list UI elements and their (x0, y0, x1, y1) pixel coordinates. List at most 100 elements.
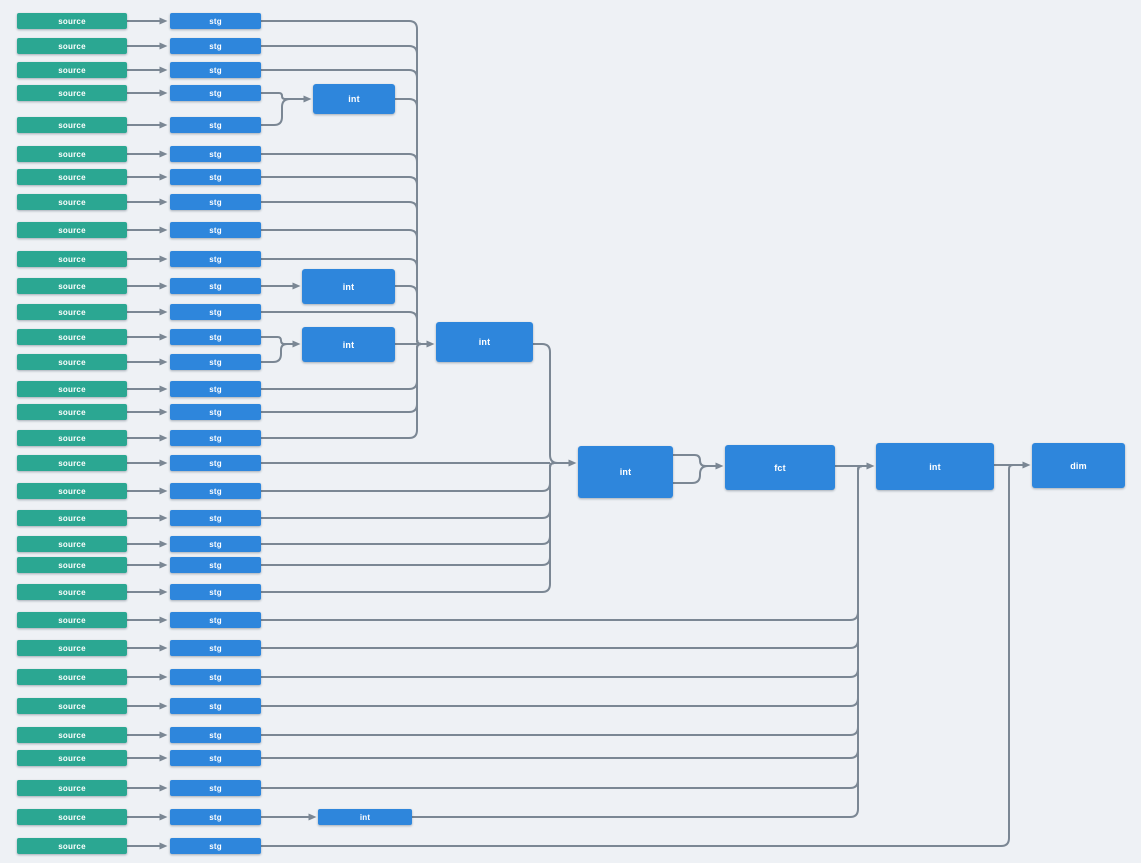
node-source-2[interactable]: source (17, 38, 127, 54)
edge-stg-14-to-int-b (261, 343, 293, 363)
node-stg-3[interactable]: stg (170, 62, 261, 78)
node-stg-24[interactable]: stg (170, 612, 261, 628)
node-label: stg (209, 407, 222, 417)
node-stg-1[interactable]: stg (170, 13, 261, 29)
node-stg-22[interactable]: stg (170, 557, 261, 573)
node-source-23[interactable]: source (17, 584, 127, 600)
node-label: int (348, 94, 360, 104)
node-int-right[interactable]: int (876, 443, 994, 490)
node-source-25[interactable]: source (17, 640, 127, 656)
node-label: stg (209, 643, 222, 653)
node-stg-20[interactable]: stg (170, 510, 261, 526)
node-source-13[interactable]: source (17, 329, 127, 345)
node-stg-15[interactable]: stg (170, 381, 261, 397)
node-stg-5[interactable]: stg (170, 117, 261, 133)
node-label: stg (209, 730, 222, 740)
node-stg-8[interactable]: stg (170, 194, 261, 210)
node-stg-13[interactable]: stg (170, 329, 261, 345)
node-stg-25[interactable]: stg (170, 640, 261, 656)
node-stg-14[interactable]: stg (170, 354, 261, 370)
node-label: stg (209, 16, 222, 26)
node-label: source (58, 560, 86, 570)
node-label: source (58, 120, 86, 130)
node-stg-11[interactable]: stg (170, 278, 261, 294)
node-label: source (58, 225, 86, 235)
node-source-9[interactable]: source (17, 222, 127, 238)
node-source-17[interactable]: source (17, 430, 127, 446)
node-stg-29[interactable]: stg (170, 750, 261, 766)
node-stg-28[interactable]: stg (170, 727, 261, 743)
node-source-10[interactable]: source (17, 251, 127, 267)
node-label: stg (209, 172, 222, 182)
node-stg-21[interactable]: stg (170, 536, 261, 552)
node-source-21[interactable]: source (17, 536, 127, 552)
node-source-12[interactable]: source (17, 304, 127, 320)
node-source-6[interactable]: source (17, 146, 127, 162)
node-source-29[interactable]: source (17, 750, 127, 766)
node-stg-32[interactable]: stg (170, 838, 261, 854)
node-source-28[interactable]: source (17, 727, 127, 743)
node-stg-12[interactable]: stg (170, 304, 261, 320)
node-label: stg (209, 672, 222, 682)
node-stg-26[interactable]: stg (170, 669, 261, 685)
node-label: source (58, 281, 86, 291)
node-stg-7[interactable]: stg (170, 169, 261, 185)
node-source-32[interactable]: source (17, 838, 127, 854)
node-int-b[interactable]: int (302, 327, 395, 362)
node-int-mid[interactable]: int (578, 446, 673, 498)
node-source-3[interactable]: source (17, 62, 127, 78)
node-dim[interactable]: dim (1032, 443, 1125, 488)
node-source-22[interactable]: source (17, 557, 127, 573)
node-label: source (58, 16, 86, 26)
node-label: stg (209, 149, 222, 159)
node-stg-2[interactable]: stg (170, 38, 261, 54)
node-source-15[interactable]: source (17, 381, 127, 397)
node-stg-18[interactable]: stg (170, 455, 261, 471)
node-label: source (58, 672, 86, 682)
node-stg-6[interactable]: stg (170, 146, 261, 162)
node-int-main[interactable]: int (436, 322, 533, 362)
node-source-30[interactable]: source (17, 780, 127, 796)
node-stg-9[interactable]: stg (170, 222, 261, 238)
node-int-c[interactable]: int (318, 809, 412, 825)
node-source-8[interactable]: source (17, 194, 127, 210)
node-source-7[interactable]: source (17, 169, 127, 185)
node-source-20[interactable]: source (17, 510, 127, 526)
node-stg-23[interactable]: stg (170, 584, 261, 600)
node-stg-27[interactable]: stg (170, 698, 261, 714)
node-source-1[interactable]: source (17, 13, 127, 29)
node-label: int (342, 339, 355, 350)
node-label: stg (209, 88, 222, 98)
node-source-31[interactable]: source (17, 809, 127, 825)
node-label: stg (209, 307, 222, 317)
node-source-18[interactable]: source (17, 455, 127, 471)
node-label: source (58, 357, 86, 367)
node-int-a[interactable]: int (302, 269, 395, 304)
node-source-19[interactable]: source (17, 483, 127, 499)
node-stg-31[interactable]: stg (170, 809, 261, 825)
node-label: source (58, 587, 86, 597)
node-fct[interactable]: fct (725, 445, 835, 490)
node-stg-10[interactable]: stg (170, 251, 261, 267)
node-label: source (58, 539, 86, 549)
node-source-4[interactable]: source (17, 85, 127, 101)
node-source-27[interactable]: source (17, 698, 127, 714)
node-stg-30[interactable]: stg (170, 780, 261, 796)
node-source-5[interactable]: source (17, 117, 127, 133)
node-label: stg (209, 753, 222, 763)
node-source-14[interactable]: source (17, 354, 127, 370)
node-source-16[interactable]: source (17, 404, 127, 420)
node-stg-4[interactable]: stg (170, 85, 261, 101)
node-label: source (58, 433, 86, 443)
node-stg-17[interactable]: stg (170, 430, 261, 446)
node-label: source (58, 643, 86, 653)
node-label: stg (209, 615, 222, 625)
node-source-24[interactable]: source (17, 612, 127, 628)
node-label: stg (209, 332, 222, 342)
node-stg-19[interactable]: stg (170, 483, 261, 499)
node-int-top[interactable]: int (313, 84, 395, 114)
node-source-26[interactable]: source (17, 669, 127, 685)
node-stg-16[interactable]: stg (170, 404, 261, 420)
node-source-11[interactable]: source (17, 278, 127, 294)
